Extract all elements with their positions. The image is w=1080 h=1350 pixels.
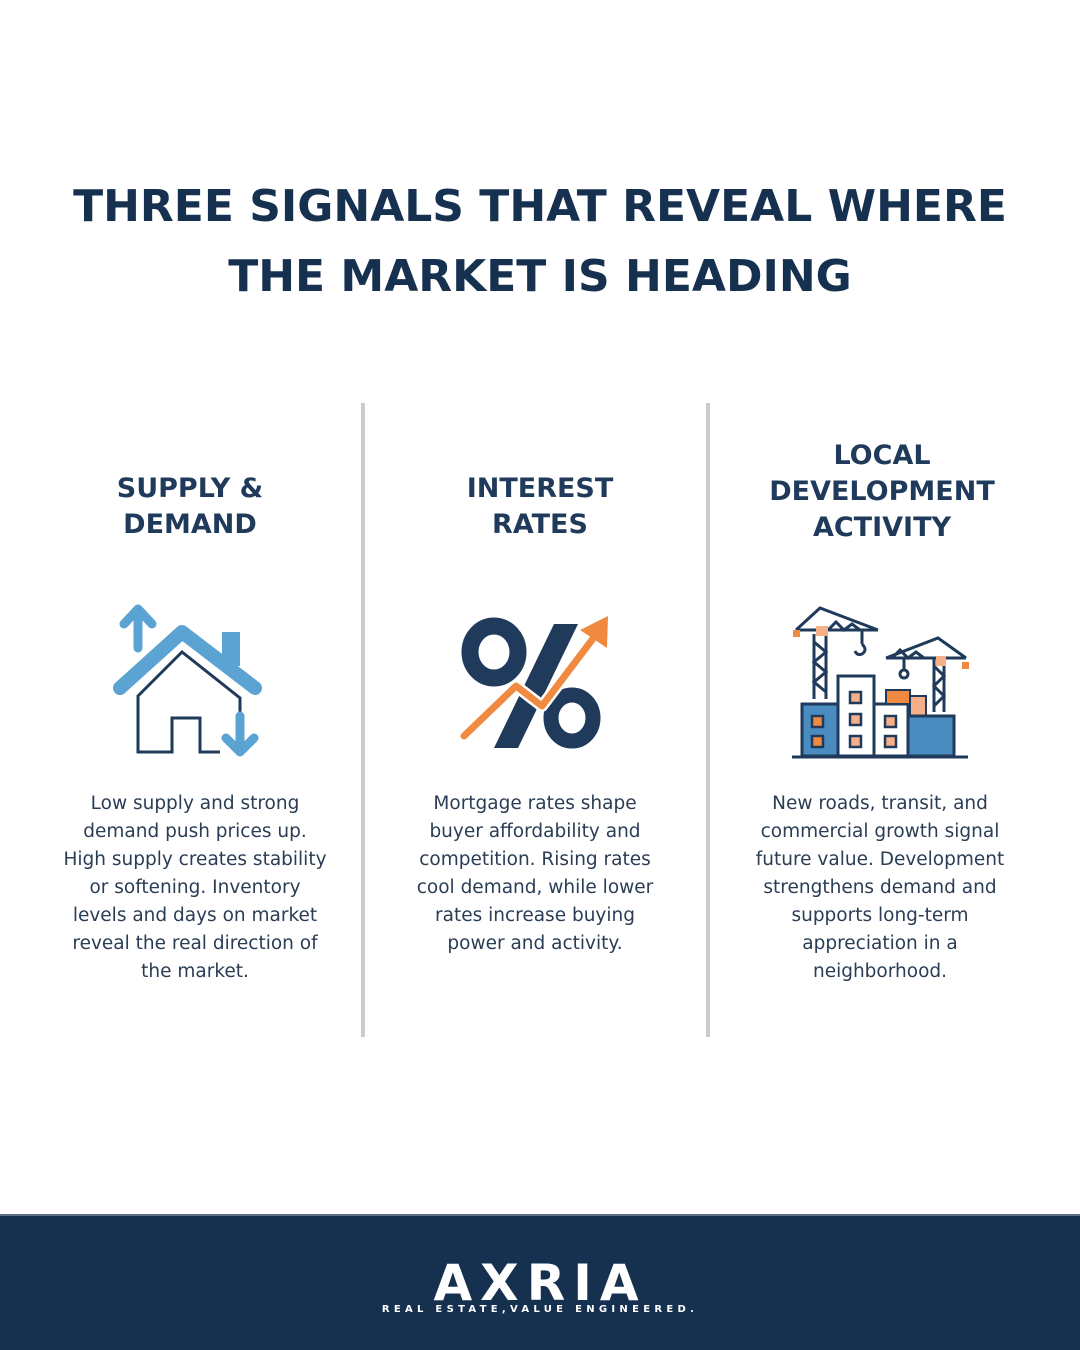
- heading-line: ACTIVITY: [812, 512, 952, 543]
- title-line-1: THREE SIGNALS THAT REVEAL WHERE: [73, 181, 1007, 232]
- brand-tagline: REAL ESTATE,VALUE ENGINEERED.: [381, 1304, 699, 1315]
- heading-line: DEMAND: [123, 509, 257, 540]
- heading-line: INTEREST: [466, 473, 614, 504]
- signal-heading: LOCAL DEVELOPMENT ACTIVITY: [712, 438, 1052, 546]
- title-line-2: THE MARKET IS HEADING: [228, 251, 852, 302]
- heading-line: SUPPLY &: [116, 473, 264, 504]
- brand-logo: AXRIA: [433, 1254, 647, 1312]
- percent-trend-arrow-icon: [458, 608, 618, 762]
- footer-banner: AXRIA REAL ESTATE,VALUE ENGINEERED.: [0, 1214, 1080, 1350]
- construction-cranes-buildings-icon: [792, 604, 972, 766]
- signal-heading: SUPPLY & DEMAND: [20, 471, 360, 543]
- heading-line: DEVELOPMENT: [769, 476, 995, 507]
- house-up-down-arrows-icon: [110, 600, 270, 769]
- signal-heading: INTEREST RATES: [370, 471, 710, 543]
- signal-description: Mortgage rates shape buyer affordability…: [416, 793, 654, 954]
- signal-description: Low supply and strong demand push prices…: [63, 793, 327, 982]
- heading-line: RATES: [492, 509, 588, 540]
- column-divider-1: [361, 403, 365, 1037]
- page-title: THREE SIGNALS THAT REVEAL WHERE THE MARK…: [0, 172, 1080, 312]
- signal-description: New roads, transit, and commercial growt…: [755, 793, 1005, 982]
- column-divider-2: [706, 403, 710, 1037]
- heading-line: LOCAL: [833, 440, 931, 471]
